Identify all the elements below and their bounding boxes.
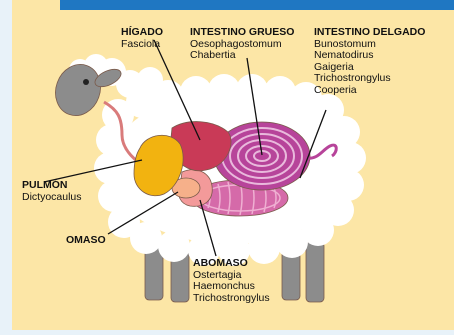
label-intestino-delgado-item: Cooperia: [314, 85, 425, 97]
label-intestino-delgado-title: INTESTINO DELGADO: [314, 27, 425, 39]
label-pulmon: PULMÓN Dictyocaulus: [22, 180, 82, 203]
label-abomaso-item: Trichostrongylus: [193, 293, 270, 305]
label-intestino-grueso: INTESTINO GRUESO Oesophagostomum Chabert…: [190, 27, 294, 62]
label-intestino-grueso-item: Chabertia: [190, 50, 294, 62]
label-higado-title: HÍGADO: [121, 27, 163, 39]
label-abomaso-item: Haemonchus: [193, 281, 270, 293]
label-pulmon-item: Dictyocaulus: [22, 192, 82, 204]
label-omaso-title: OMASO: [66, 235, 106, 247]
label-intestino-grueso-title: INTESTINO GRUESO: [190, 27, 294, 39]
label-intestino-delgado-item: Trichostrongylus: [314, 73, 425, 85]
label-intestino-delgado-item: Nematodirus: [314, 50, 425, 62]
left-margin-strip: [0, 0, 12, 330]
label-pulmon-title: PULMÓN: [22, 180, 82, 192]
label-higado: HÍGADO Fasciola: [121, 27, 163, 50]
top-header-bar: [60, 0, 454, 10]
label-abomaso: ABOMASO Ostertagia Haemonchus Trichostro…: [193, 258, 270, 304]
sheep-eye: [83, 79, 89, 85]
label-intestino-delgado: INTESTINO DELGADO Bunostomum Nematodirus…: [314, 27, 425, 96]
label-higado-item: Fasciola: [121, 39, 163, 51]
label-omaso: OMASO: [66, 235, 106, 247]
label-abomaso-title: ABOMASO: [193, 258, 270, 270]
back-right-leg: [306, 242, 324, 302]
